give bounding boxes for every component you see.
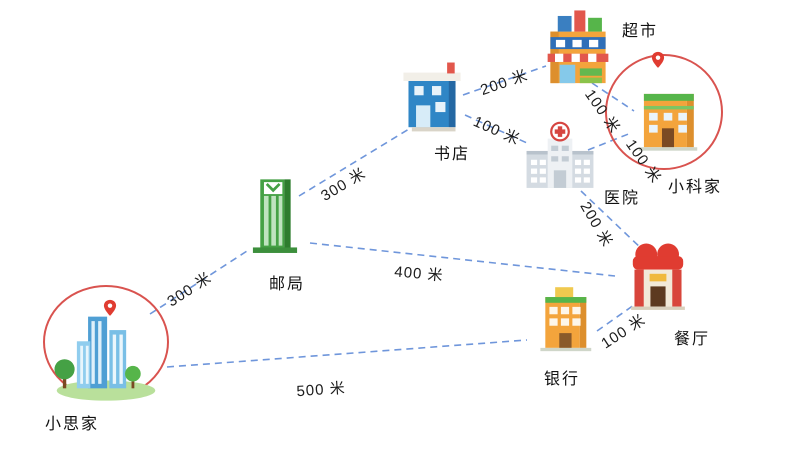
place-label-xiaokejia: 小科家: [667, 179, 723, 196]
edge-youju-canting: [309, 242, 616, 277]
restaurant-icon: [631, 243, 685, 310]
edge-chaoshi-xiaokejia: [591, 82, 635, 112]
place-label-youju: 邮局: [268, 276, 306, 293]
distance-label-shudian-chaoshi: 200 米: [478, 66, 531, 99]
bookstore-icon: [403, 62, 461, 132]
edge-xiaosijia-yinhang: [166, 339, 528, 368]
building-xiaokejia: [625, 75, 711, 161]
distance-label-xiaosijia-yinhang: 500 米: [295, 379, 347, 401]
highlight-circle-xiaokejia: [605, 54, 723, 170]
edge-yinhang-canting: [596, 304, 635, 332]
building-yiyuan: [516, 114, 604, 202]
location-pin-xiaokejia: [642, 50, 674, 82]
place-label-canting: 餐厅: [673, 331, 711, 348]
hospital-icon: [526, 121, 594, 188]
place-label-xiaosijia: 小思家: [44, 416, 100, 433]
building-shudian: [390, 60, 474, 144]
location-pin-xiaosijia: [94, 298, 126, 330]
building-youju: [229, 172, 321, 264]
place-label-shudian: 书店: [433, 146, 471, 163]
place-label-chaoshi: 超市: [621, 23, 659, 40]
place-label-yiyuan: 医院: [603, 190, 641, 207]
edge-youju-shudian: [298, 128, 410, 197]
bank-icon: [540, 287, 592, 352]
distance-label-youju-shudian: 300 米: [318, 164, 369, 205]
postoffice-icon: [252, 179, 298, 253]
edge-shudian-chaoshi: [462, 65, 547, 96]
home-blue-icon: [54, 316, 156, 401]
edge-yiyuan-xiaokejia: [587, 132, 632, 151]
building-canting: [616, 236, 700, 320]
edge-yiyuan-canting: [580, 190, 645, 252]
place-label-yinhang: 银行: [543, 371, 581, 388]
location-pin-icon: [651, 51, 665, 68]
distance-label-youju-canting: 400 米: [393, 263, 445, 285]
supermarket-icon: [547, 10, 609, 84]
building-yinhang: [524, 279, 606, 361]
building-xiaosijia: [50, 292, 162, 404]
home-orange-icon: [638, 93, 698, 151]
distance-label-xiaosijia-youju: 300 米: [164, 269, 215, 311]
location-pin-icon: [103, 299, 117, 316]
building-chaoshi: [532, 4, 624, 96]
edge-xiaosijia-youju: [149, 250, 248, 315]
